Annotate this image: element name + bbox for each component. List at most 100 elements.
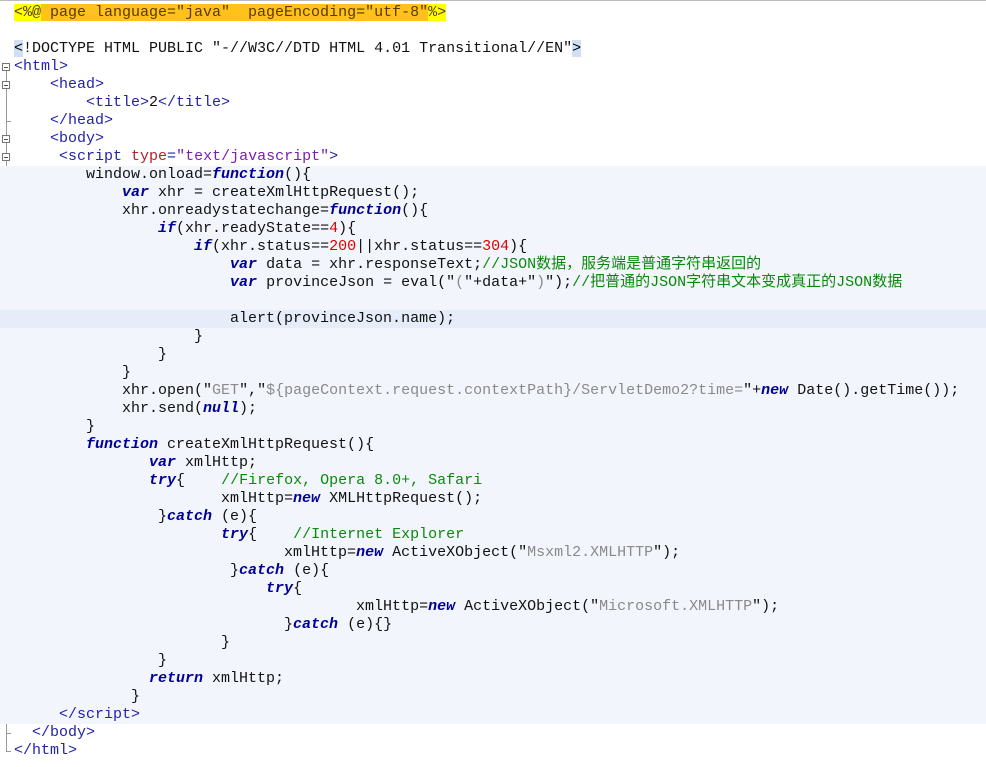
code-token-com: //Firefox, Opera 8.0+, Safari bbox=[221, 472, 483, 489]
code-line[interactable]: try{ //Firefox, Opera 8.0+, Safari bbox=[0, 472, 986, 490]
code-line[interactable]: xmlHttp=new ActiveXObject("Microsoft.XML… bbox=[0, 598, 986, 616]
code-token-kw: try bbox=[221, 526, 249, 543]
code-line[interactable]: <script type="text/javascript"> bbox=[0, 148, 986, 166]
code-token-jspd: %> bbox=[428, 4, 447, 21]
code-line[interactable]: </html> bbox=[0, 742, 986, 760]
code-token-plain: xhr = createXmlHttpRequest(); bbox=[149, 184, 420, 201]
code-line[interactable]: }catch (e){} bbox=[0, 616, 986, 634]
code-token-jspd: <%@ bbox=[14, 4, 42, 21]
code-token-tag: </title> bbox=[158, 94, 231, 111]
code-line[interactable]: var xhr = createXmlHttpRequest(); bbox=[0, 184, 986, 202]
code-line[interactable] bbox=[0, 22, 986, 40]
code-line[interactable]: var data = xhr.responseText;//JSON数据，服务端… bbox=[0, 256, 986, 274]
code-token-plain: xmlHttp= bbox=[14, 598, 429, 615]
code-token-plain: alert(provinceJson.name); bbox=[14, 310, 456, 327]
fold-toggle-icon[interactable] bbox=[2, 153, 10, 161]
fold-toggle-icon[interactable] bbox=[2, 81, 10, 89]
code-token-plain: } bbox=[14, 508, 168, 525]
code-token-kw: new bbox=[356, 544, 384, 561]
code-token-kw: var bbox=[230, 274, 258, 291]
code-token-plain bbox=[14, 76, 50, 93]
code-line[interactable]: } bbox=[0, 364, 986, 382]
code-token-tag: </head> bbox=[50, 112, 114, 129]
code-line[interactable]: try{ //Internet Explorer bbox=[0, 526, 986, 544]
code-token-tag: <body> bbox=[50, 130, 105, 147]
code-token-kw: try bbox=[266, 580, 294, 597]
code-token-plain: } bbox=[14, 688, 141, 705]
code-line[interactable]: return xmlHttp; bbox=[0, 670, 986, 688]
code-token-plain bbox=[14, 454, 149, 471]
code-line[interactable]: var provinceJson = eval("("+data+")");//… bbox=[0, 274, 986, 292]
code-token-plain bbox=[14, 238, 194, 255]
code-line[interactable]: } bbox=[0, 688, 986, 706]
code-line[interactable]: <html> bbox=[0, 58, 986, 76]
code-line[interactable]: xmlHttp=new ActiveXObject("Msxml2.XMLHTT… bbox=[0, 544, 986, 562]
code-token-plain: } bbox=[14, 652, 168, 669]
code-line[interactable]: xhr.onreadystatechange=function(){ bbox=[0, 202, 986, 220]
code-token-num: 200 bbox=[329, 238, 357, 255]
code-token-kw: catch bbox=[239, 562, 285, 579]
code-token-plain: xmlHttp= bbox=[14, 490, 294, 507]
code-token-dtb: > bbox=[572, 40, 582, 57]
code-line[interactable]: xmlHttp=new XMLHttpRequest(); bbox=[0, 490, 986, 508]
code-token-plain bbox=[14, 526, 221, 543]
code-line[interactable]: <%@ page language="java" pageEncoding="u… bbox=[0, 4, 986, 22]
fold-toggle-icon[interactable] bbox=[2, 63, 10, 71]
code-token-com: //Internet Explorer bbox=[293, 526, 465, 543]
code-token-kw: if bbox=[158, 220, 177, 237]
code-token-kw: var bbox=[122, 184, 150, 201]
code-token-tag: <html> bbox=[14, 58, 69, 75]
code-line[interactable]: } bbox=[0, 328, 986, 346]
code-token-plain: { bbox=[293, 580, 303, 597]
code-line[interactable]: } bbox=[0, 346, 986, 364]
code-token-tag: </body> bbox=[32, 724, 96, 741]
code-line[interactable]: </body> bbox=[0, 724, 986, 742]
code-editor[interactable]: <%@ page language="java" pageEncoding="u… bbox=[0, 4, 986, 760]
code-token-num: 304 bbox=[482, 238, 510, 255]
code-token-plain: XMLHttpRequest(); bbox=[320, 490, 483, 507]
code-line[interactable]: alert(provinceJson.name); bbox=[0, 310, 986, 328]
code-line[interactable]: xhr.open("GET","${pageContext.request.co… bbox=[0, 382, 986, 400]
code-token-plain: } bbox=[14, 634, 231, 651]
code-token-kw: var bbox=[149, 454, 177, 471]
code-token-plain: } bbox=[14, 616, 294, 633]
code-token-plain: 2 bbox=[149, 94, 159, 111]
code-token-tag: <script bbox=[59, 148, 132, 165]
fold-end-marker bbox=[6, 121, 11, 122]
code-token-plain: !DOCTYPE HTML PUBLIC "-//W3C//DTD HTML 4… bbox=[23, 40, 573, 57]
code-token-kw: new bbox=[293, 490, 321, 507]
code-line[interactable]: <head> bbox=[0, 76, 986, 94]
code-token-plain bbox=[14, 148, 59, 165]
code-line[interactable] bbox=[0, 292, 986, 310]
code-line[interactable]: } bbox=[0, 652, 986, 670]
code-token-plain: xhr.onreadystatechange= bbox=[14, 202, 330, 219]
code-token-plain bbox=[14, 94, 86, 111]
code-token-str: ) bbox=[536, 274, 546, 291]
code-line[interactable]: xhr.send(null); bbox=[0, 400, 986, 418]
code-line[interactable]: </script> bbox=[0, 706, 986, 724]
code-line[interactable]: window.onload=function(){ bbox=[0, 166, 986, 184]
code-line[interactable]: var xmlHttp; bbox=[0, 454, 986, 472]
code-line[interactable]: <!DOCTYPE HTML PUBLIC "-//W3C//DTD HTML … bbox=[0, 40, 986, 58]
code-token-plain bbox=[14, 706, 59, 723]
code-line[interactable]: }catch (e){ bbox=[0, 508, 986, 526]
code-line[interactable]: try{ bbox=[0, 580, 986, 598]
code-line[interactable]: </head> bbox=[0, 112, 986, 130]
code-token-plain bbox=[14, 256, 230, 273]
code-line[interactable]: }catch (e){ bbox=[0, 562, 986, 580]
code-token-str: ( bbox=[455, 274, 465, 291]
code-line[interactable]: <title>2</title> bbox=[0, 94, 986, 112]
code-token-plain: xmlHttp; bbox=[176, 454, 258, 471]
code-token-plain bbox=[14, 472, 149, 489]
code-token-plain: } bbox=[14, 418, 96, 435]
code-token-plain bbox=[14, 130, 50, 147]
code-token-kw: try bbox=[149, 472, 177, 489]
fold-toggle-icon[interactable] bbox=[2, 135, 10, 143]
code-line[interactable]: <body> bbox=[0, 130, 986, 148]
code-line[interactable]: if(xhr.readyState==4){ bbox=[0, 220, 986, 238]
code-line[interactable]: if(xhr.status==200||xhr.status==304){ bbox=[0, 238, 986, 256]
code-line[interactable]: function createXmlHttpRequest(){ bbox=[0, 436, 986, 454]
code-line[interactable]: } bbox=[0, 634, 986, 652]
code-line[interactable]: } bbox=[0, 418, 986, 436]
code-token-plain bbox=[14, 112, 50, 129]
